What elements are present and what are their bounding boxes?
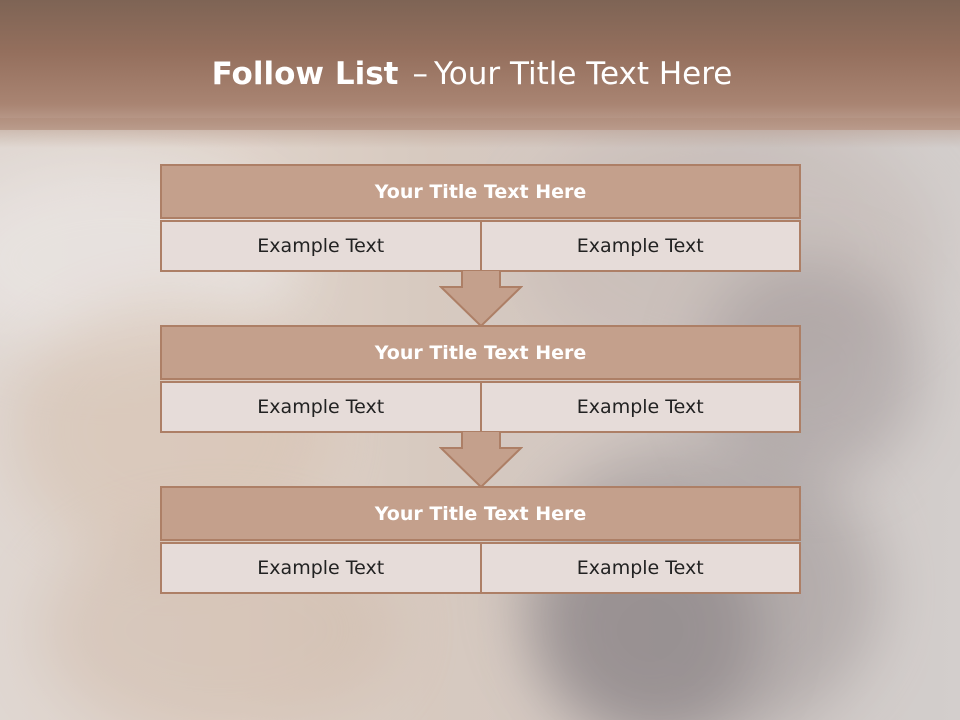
step-cell-right: Example Text <box>480 542 801 594</box>
step-title: Your Title Text Here <box>160 164 801 219</box>
step-title: Your Title Text Here <box>160 486 801 541</box>
flow-step-1: Your Title Text Here Example Text Exampl… <box>160 164 801 272</box>
header-fade <box>0 118 960 148</box>
title-rest: Your Title Text Here <box>433 56 733 92</box>
flow-step-2: Your Title Text Here Example Text Exampl… <box>160 325 801 433</box>
header-band <box>0 0 960 130</box>
title-bold: Follow List <box>211 56 399 92</box>
down-arrow-icon <box>439 431 523 489</box>
step-cell-left: Example Text <box>160 381 481 433</box>
title-dash: – <box>412 56 428 92</box>
step-title: Your Title Text Here <box>160 325 801 380</box>
step-cell-left: Example Text <box>160 220 481 272</box>
step-cell-left: Example Text <box>160 542 481 594</box>
step-row: Example Text Example Text <box>160 381 801 433</box>
step-cell-right: Example Text <box>480 220 801 272</box>
step-row: Example Text Example Text <box>160 542 801 594</box>
step-row: Example Text Example Text <box>160 220 801 272</box>
step-cell-right: Example Text <box>480 381 801 433</box>
slide-title: Follow List–Your Title Text Here <box>0 56 944 92</box>
flow-step-3: Your Title Text Here Example Text Exampl… <box>160 486 801 594</box>
down-arrow-icon <box>439 270 523 328</box>
